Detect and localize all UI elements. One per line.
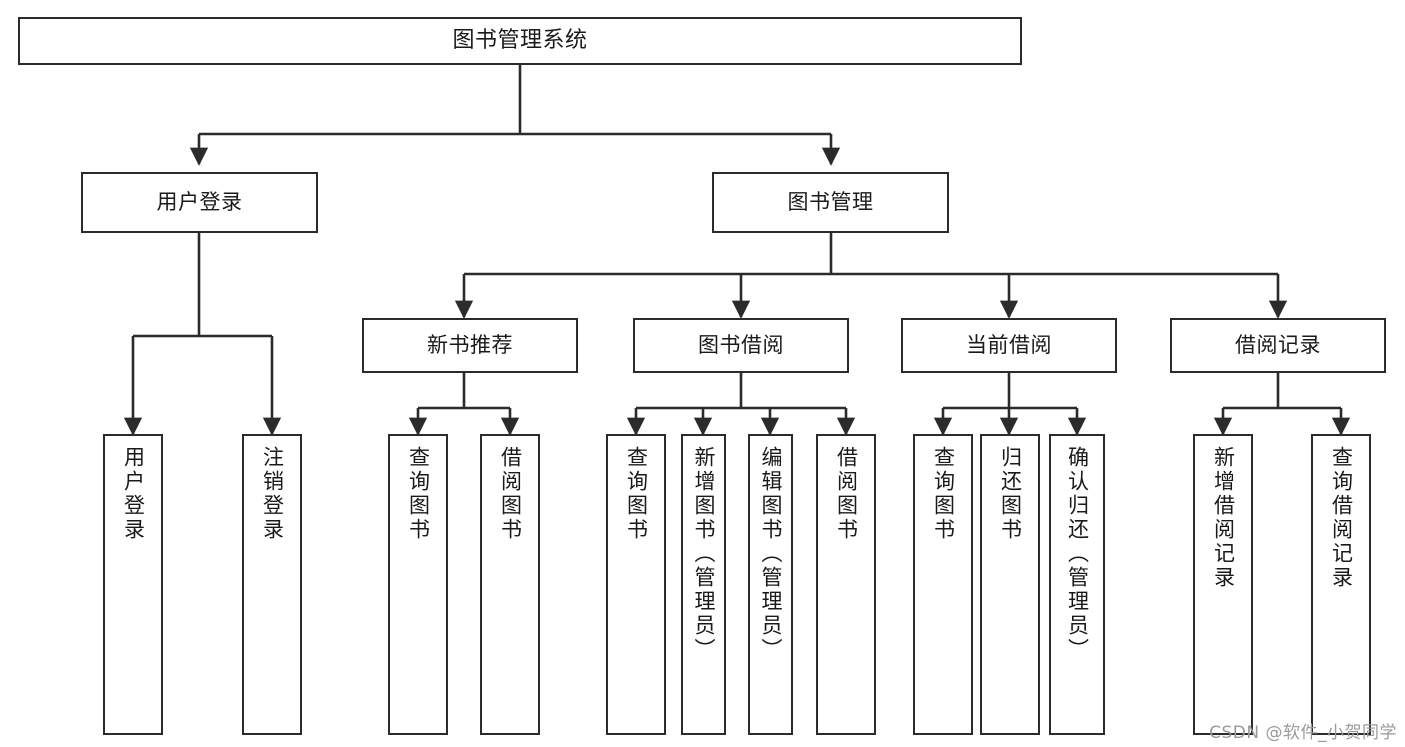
node-book-management-label: 图书管理 <box>787 190 874 215</box>
leaf-edit-book-admin-label: 编辑图书（管理员） <box>759 446 784 662</box>
leaf-query-books-borrow-label: 查询图书 <box>624 446 649 542</box>
leaf-confirm-return-admin-label: 确认归还（管理员） <box>1065 446 1090 662</box>
leaf-add-book-admin-label: 新增图书（管理员） <box>692 446 717 662</box>
leaf-borrow-books-recommend[interactable]: 借阅图书 <box>480 434 540 735</box>
node-book-management[interactable]: 图书管理 <box>712 172 949 233</box>
node-current-borrow[interactable]: 当前借阅 <box>901 318 1117 373</box>
leaf-borrow-books-recommend-label: 借阅图书 <box>498 446 523 542</box>
node-root-label: 图书管理系统 <box>452 28 588 54</box>
node-new-book-recommend-label: 新书推荐 <box>427 333 513 358</box>
leaf-return-books[interactable]: 归还图书 <box>980 434 1040 735</box>
leaf-query-books-recommend-label: 查询图书 <box>406 446 431 542</box>
leaf-query-books-current[interactable]: 查询图书 <box>913 434 973 735</box>
leaf-add-borrow-record[interactable]: 新增借阅记录 <box>1193 434 1253 735</box>
leaf-edit-book-admin[interactable]: 编辑图书（管理员） <box>748 434 793 735</box>
leaf-confirm-return-admin[interactable]: 确认归还（管理员） <box>1049 434 1105 735</box>
leaf-add-borrow-record-label: 新增借阅记录 <box>1211 446 1236 590</box>
leaf-query-books-borrow[interactable]: 查询图书 <box>606 434 666 735</box>
leaf-query-books-recommend[interactable]: 查询图书 <box>388 434 448 735</box>
node-borrow-record[interactable]: 借阅记录 <box>1170 318 1386 373</box>
node-user-login[interactable]: 用户登录 <box>81 172 318 233</box>
leaf-query-borrow-record-label: 查询借阅记录 <box>1329 446 1354 590</box>
leaf-borrow-books-label: 借阅图书 <box>834 446 859 542</box>
node-new-book-recommend[interactable]: 新书推荐 <box>362 318 578 373</box>
leaf-user-login[interactable]: 用户登录 <box>103 434 163 735</box>
leaf-user-login-label: 用户登录 <box>121 446 146 542</box>
node-root[interactable]: 图书管理系统 <box>18 17 1022 65</box>
node-current-borrow-label: 当前借阅 <box>966 333 1052 358</box>
leaf-borrow-books[interactable]: 借阅图书 <box>816 434 876 735</box>
watermark: CSDN @软件_小贺同学 <box>1209 723 1397 743</box>
node-user-login-label: 用户登录 <box>156 190 243 215</box>
leaf-query-borrow-record[interactable]: 查询借阅记录 <box>1311 434 1371 735</box>
node-book-borrow[interactable]: 图书借阅 <box>633 318 849 373</box>
leaf-return-books-label: 归还图书 <box>998 446 1023 542</box>
leaf-logout[interactable]: 注销登录 <box>242 434 302 735</box>
node-borrow-record-label: 借阅记录 <box>1235 333 1321 358</box>
leaf-logout-label: 注销登录 <box>260 446 285 542</box>
node-book-borrow-label: 图书借阅 <box>698 333 784 358</box>
leaf-add-book-admin[interactable]: 新增图书（管理员） <box>681 434 726 735</box>
leaf-query-books-current-label: 查询图书 <box>931 446 956 542</box>
